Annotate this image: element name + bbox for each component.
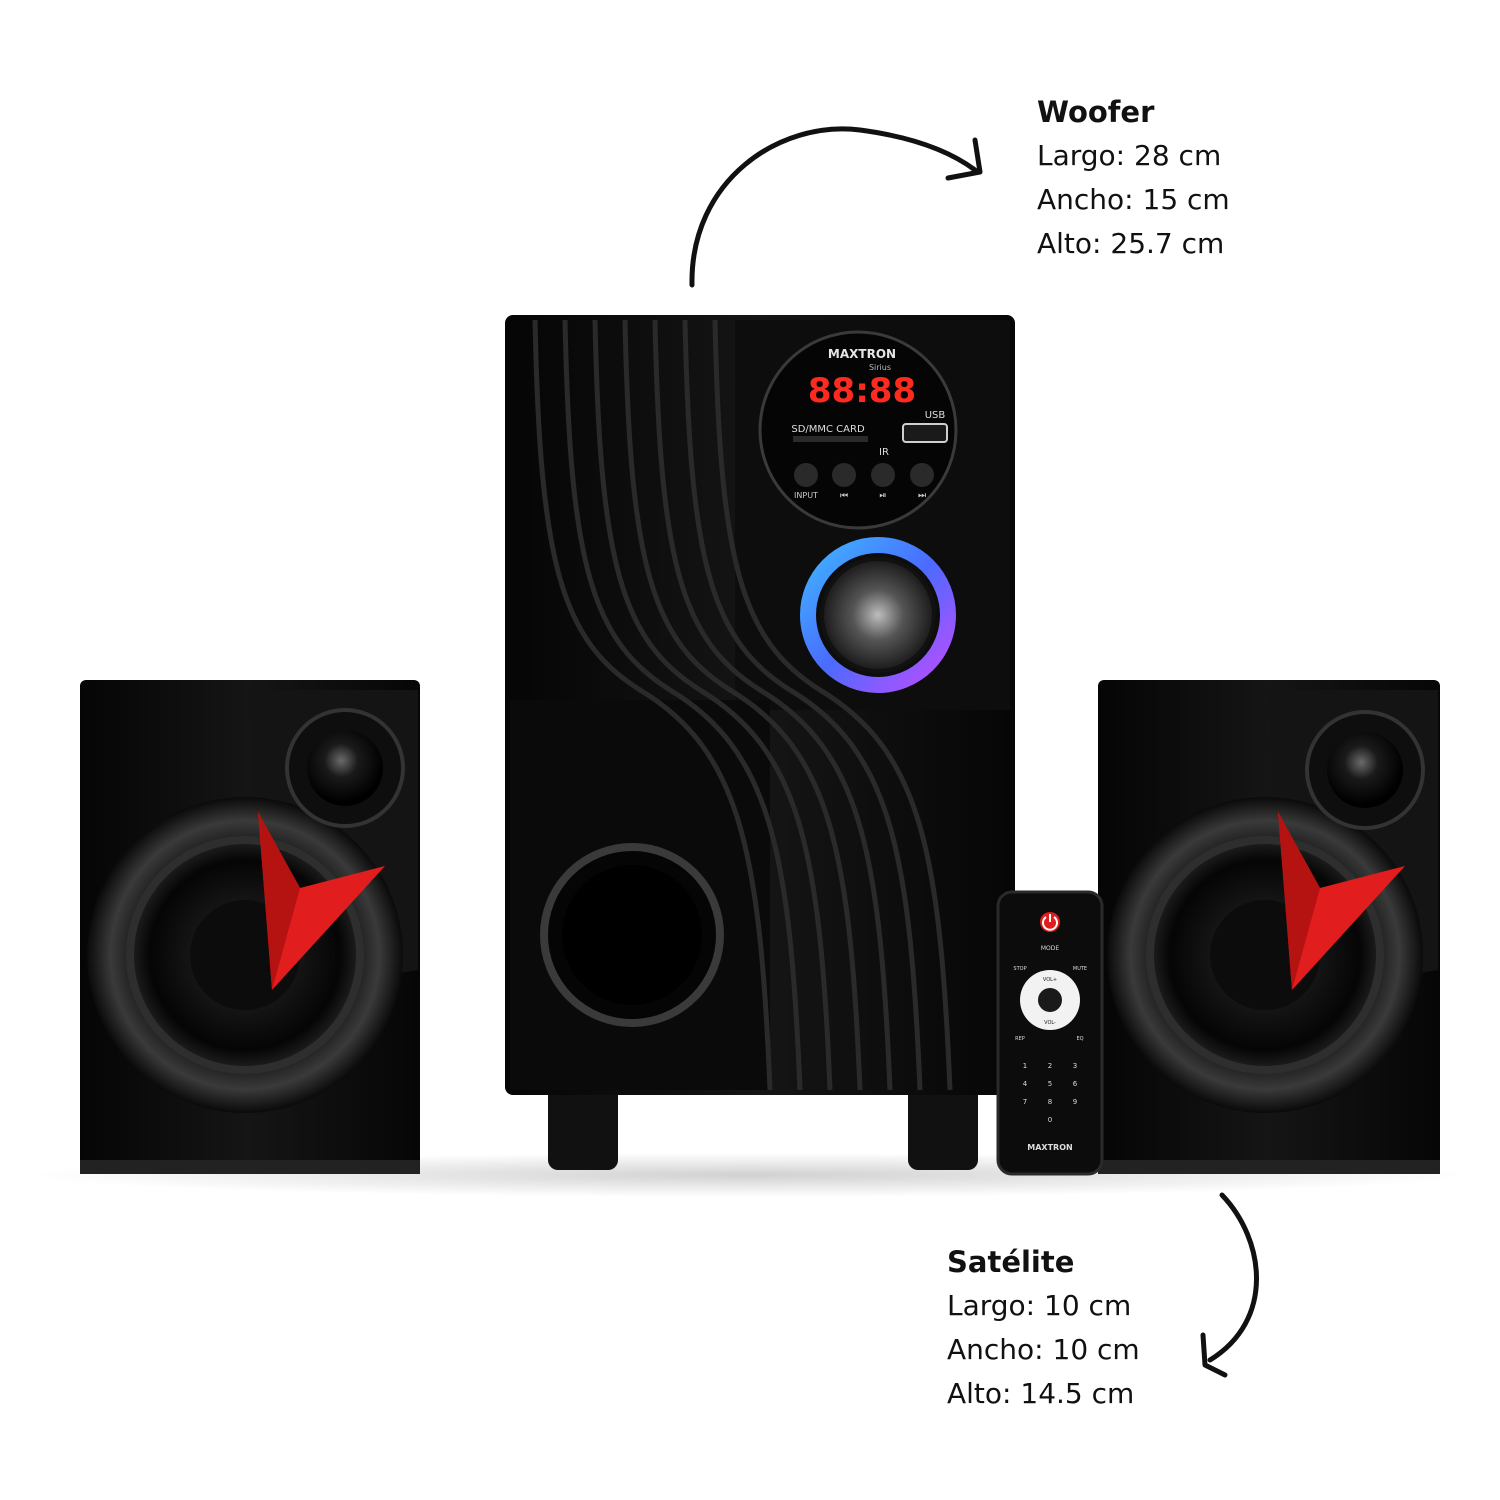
remote-key[interactable]: 1 (1023, 1062, 1027, 1070)
panel-button-label: ⏭ (918, 491, 926, 501)
remote-stop-label: STOP (1013, 966, 1026, 972)
woofer-spec-width: Ancho: 15 cm (1037, 183, 1230, 216)
remote-eq-label: EQ (1076, 1036, 1083, 1042)
remote-rep-label: REP (1015, 1036, 1025, 1042)
woofer-arrow (689, 126, 978, 288)
woofer-arrow-head (945, 137, 983, 181)
usb-label: USB (925, 410, 946, 421)
woofer-spec-title: Woofer (1037, 95, 1155, 129)
woofer-spec-length: Largo: 28 cm (1037, 139, 1222, 172)
usb-port[interactable] (902, 423, 948, 443)
satellite-spec-title: Satélite (947, 1245, 1075, 1279)
panel-button-input[interactable] (794, 463, 818, 487)
satellite-spec-height: Alto: 14.5 cm (947, 1377, 1135, 1410)
ir-label: IR (879, 447, 889, 458)
panel-button-play[interactable] (871, 463, 895, 487)
panel-button-label: ⏯ (879, 491, 886, 501)
remote-mute-label: MUTE (1073, 966, 1087, 972)
card-slot-label: SD/MMC CARD (791, 424, 865, 435)
remote-vol-up-label: VOL+ (1043, 977, 1057, 983)
remote-key[interactable]: 2 (1048, 1062, 1052, 1070)
remote-keypad: 1 2 3 4 5 6 7 8 9 0 (1023, 1062, 1078, 1124)
remote-key[interactable]: 8 (1048, 1098, 1052, 1106)
panel-button-next[interactable] (910, 463, 934, 487)
panel-button-label: INPUT (794, 491, 818, 500)
volume-knob[interactable] (820, 557, 936, 673)
remote-control: MODE STOP MUTE VOL+ VOL- REP EQ 1 2 3 4 … (996, 890, 1104, 1176)
card-slot[interactable] (793, 436, 868, 442)
remote-key[interactable]: 0 (1048, 1116, 1052, 1124)
left-satellite-speaker (80, 680, 420, 1174)
satellite-spec-block: Satélite Largo: 10 cm Ancho: 10 cm Alto:… (947, 1240, 1140, 1416)
woofer-spec-block: Woofer Largo: 28 cm Ancho: 15 cm Alto: 2… (1037, 90, 1230, 266)
remote-key[interactable]: 6 (1073, 1080, 1078, 1088)
remote-key[interactable]: 4 (1023, 1080, 1028, 1088)
remote-vol-down-label: VOL- (1044, 1020, 1056, 1026)
remote-key[interactable]: 9 (1073, 1098, 1077, 1106)
remote-play-button[interactable] (1038, 988, 1062, 1012)
woofer-spec-height: Alto: 25.7 cm (1037, 227, 1225, 260)
volume-ring-light (800, 537, 956, 693)
remote-key[interactable]: 7 (1023, 1098, 1027, 1106)
panel-model: Sirius (869, 363, 891, 372)
satellite-spec-length: Largo: 10 cm (947, 1289, 1132, 1322)
panel-brand: MAXTRON (828, 347, 896, 361)
satellite-spec-width: Ancho: 10 cm (947, 1333, 1140, 1366)
remote-key[interactable]: 5 (1048, 1080, 1052, 1088)
panel-button-prev[interactable] (832, 463, 856, 487)
right-satellite-speaker (1098, 680, 1440, 1174)
satellite-arrow (1207, 1192, 1259, 1363)
woofer-ribs (532, 319, 953, 1091)
left-red-chevron (258, 812, 385, 990)
remote-mode-label: MODE (1041, 945, 1060, 952)
satellite-arrow-head (1200, 1332, 1228, 1378)
remote-key[interactable]: 3 (1073, 1062, 1077, 1070)
remote-brand: MAXTRON (1027, 1143, 1072, 1152)
woofer-subwoofer: MAXTRON Sirius 88:88 SD/MMC CARD USB IR … (505, 315, 1015, 1170)
led-display: 88:88 (808, 371, 916, 411)
panel-button-label: ⏮ (840, 491, 848, 501)
right-red-chevron (1278, 812, 1405, 990)
